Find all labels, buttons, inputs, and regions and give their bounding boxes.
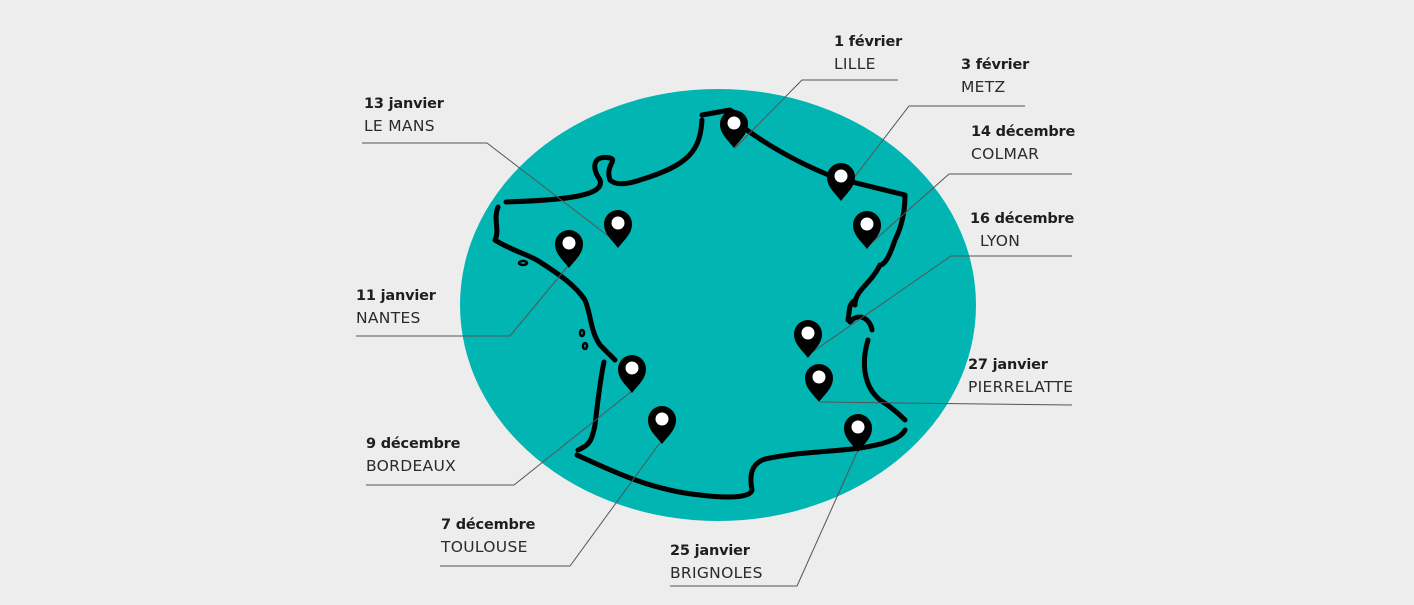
stop-city: LILLE: [834, 55, 876, 73]
leader-lines: [356, 79, 1073, 587]
stop-city: METZ: [961, 78, 1006, 96]
stop-city: COLMAR: [971, 145, 1040, 163]
stop-city: LE MANS: [364, 117, 435, 135]
stop-label-metz: 3 février METZ: [961, 54, 1029, 98]
stop-date: 7 décembre: [441, 517, 536, 533]
stop-date: 1 février: [834, 34, 903, 50]
stop-date: 9 décembre: [366, 436, 461, 452]
stop-date: 16 décembre: [970, 211, 1075, 227]
stop-date: 13 janvier: [364, 96, 444, 112]
stop-date: 14 décembre: [971, 124, 1076, 140]
stop-label-pierrelatte: 27 janvier PIERRELATTE: [968, 354, 1073, 398]
stop-date: 25 janvier: [670, 543, 750, 559]
stop-city: LYON: [980, 232, 1021, 250]
stop-city: BORDEAUX: [366, 457, 457, 475]
stop-date: 3 février: [961, 57, 1030, 73]
stop-label-colmar: 14 décembre COLMAR: [971, 121, 1075, 165]
stop-date: 27 janvier: [968, 357, 1048, 373]
stop-city: TOULOUSE: [441, 538, 528, 556]
stop-city: NANTES: [356, 309, 421, 327]
stop-city: PIERRELATTE: [968, 378, 1074, 396]
stop-label-le-mans: 13 janvier LE MANS: [364, 93, 444, 137]
stop-label-lille: 1 février LILLE: [834, 31, 902, 75]
stop-label-lyon: 16 décembre LYON: [970, 208, 1074, 252]
stop-date: 11 janvier: [356, 288, 436, 304]
stop-label-nantes: 11 janvier NANTES: [356, 285, 436, 329]
stop-label-toulouse: 7 décembre TOULOUSE: [441, 514, 535, 558]
teal-circle-background: [460, 89, 976, 521]
stop-label-brignoles: 25 janvier BRIGNOLES: [670, 540, 763, 584]
stop-city: BRIGNOLES: [670, 564, 763, 582]
stop-label-bordeaux: 9 décembre BORDEAUX: [366, 433, 460, 477]
